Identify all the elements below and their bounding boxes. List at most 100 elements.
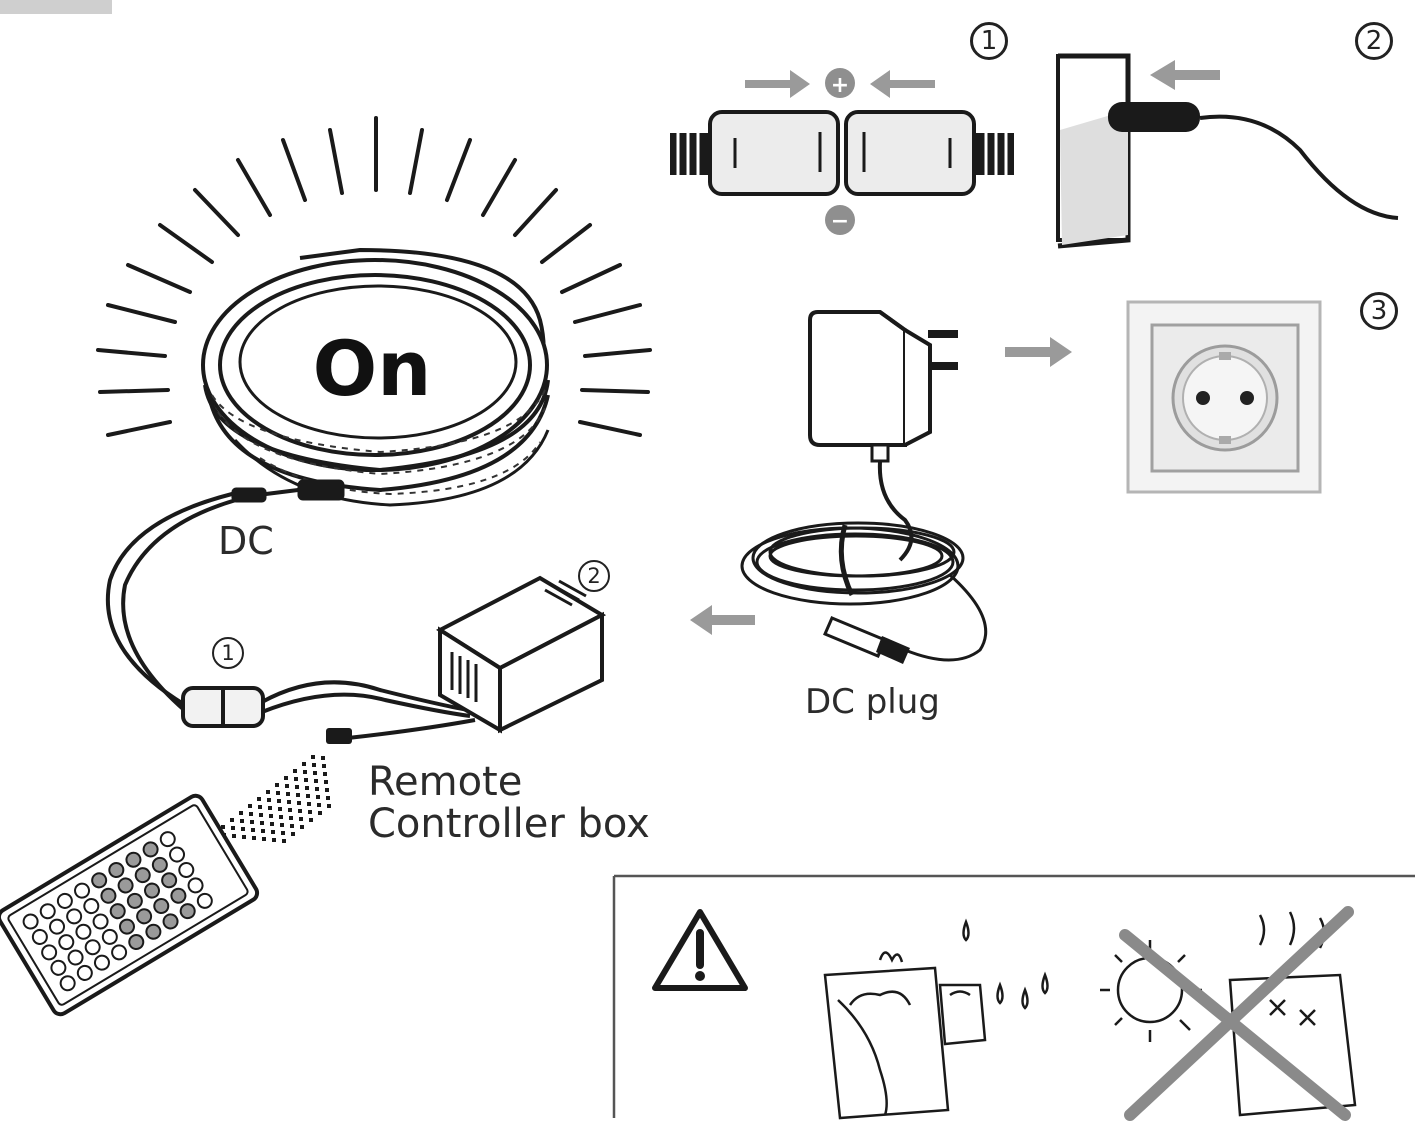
- ir-dot: [314, 779, 318, 783]
- remote-button: [59, 975, 76, 992]
- ir-dot: [230, 818, 234, 822]
- ir-dot: [316, 795, 320, 799]
- ir-dot: [288, 808, 292, 812]
- ir-dot: [296, 793, 300, 797]
- remote-button: [83, 898, 100, 915]
- remote-button: [145, 923, 162, 940]
- ir-signal-icon: [212, 755, 331, 843]
- ir-dot: [250, 820, 254, 824]
- led-chips: [211, 389, 546, 496]
- remote-button: [74, 882, 91, 899]
- ir-dot: [240, 819, 244, 823]
- remote-receiver-plug: [326, 728, 352, 744]
- dc-connector-icon: [231, 479, 345, 503]
- ir-dot: [303, 770, 307, 774]
- ir-dot: [266, 790, 270, 794]
- step-2-top: 2: [1355, 22, 1393, 60]
- plus-sign: +: [831, 73, 849, 98]
- ir-dot: [304, 778, 308, 782]
- ir-dot: [277, 799, 281, 803]
- remote-button: [179, 903, 196, 920]
- ir-dot: [280, 823, 284, 827]
- inline-connector-icon: [181, 686, 265, 728]
- remote-button: [93, 954, 110, 971]
- ir-dot: [302, 762, 306, 766]
- dc-label: DC: [218, 519, 274, 563]
- ir-dot: [312, 763, 316, 767]
- remote-button: [22, 913, 39, 930]
- remote-button: [162, 913, 179, 930]
- on-label: On: [313, 324, 432, 413]
- remote-button: [91, 872, 108, 889]
- ir-dot: [308, 810, 312, 814]
- ir-dot: [231, 826, 235, 830]
- ir-dot: [293, 769, 297, 773]
- warning-triangle-icon: [652, 909, 748, 991]
- remote-button: [128, 934, 145, 951]
- no-water-icon: [823, 918, 1049, 1120]
- ir-dot: [325, 788, 329, 792]
- remote-button: [117, 877, 134, 894]
- remote-button: [142, 841, 159, 858]
- ir-dot: [279, 815, 283, 819]
- step-2-left: 2: [578, 560, 610, 592]
- ir-dot: [270, 822, 274, 826]
- ir-dot: [276, 791, 280, 795]
- ir-dot: [289, 816, 293, 820]
- led-strip-coil-icon: [201, 247, 550, 507]
- remote-button: [153, 898, 170, 915]
- remote-button: [161, 872, 178, 889]
- remote-button: [67, 949, 84, 966]
- minus-sign: −: [831, 209, 849, 234]
- ir-dot: [318, 811, 322, 815]
- light-rays: [96, 116, 652, 437]
- ir-dot: [307, 802, 311, 806]
- wall-socket-icon: [1126, 300, 1322, 494]
- ir-dot: [313, 771, 317, 775]
- remote-button: [50, 959, 67, 976]
- remote-label-line1: Remote: [368, 759, 523, 805]
- remote-button: [126, 892, 143, 909]
- remote-button: [151, 856, 168, 873]
- ir-dot: [278, 807, 282, 811]
- ir-dot: [295, 785, 299, 789]
- ir-dot: [242, 835, 246, 839]
- ir-dot: [272, 838, 276, 842]
- ir-dot: [327, 804, 331, 808]
- remote-button: [75, 923, 92, 940]
- remote-button: [118, 918, 135, 935]
- step-3-top: 3: [1360, 292, 1398, 330]
- remote-button: [92, 913, 109, 930]
- ir-dot: [248, 804, 252, 808]
- remote-button: [144, 882, 161, 899]
- remote-button: [136, 908, 153, 925]
- step-1-left: 1: [212, 637, 244, 669]
- remote-button: [101, 928, 118, 945]
- step-1-top: 1: [970, 22, 1008, 60]
- ir-dot: [286, 792, 290, 796]
- ir-dot: [269, 814, 273, 818]
- ir-dot: [261, 829, 265, 833]
- ir-dot: [258, 805, 262, 809]
- ir-dot: [326, 796, 330, 800]
- ir-dot: [284, 776, 288, 780]
- ir-dot: [241, 827, 245, 831]
- no-heat-icon: [1100, 911, 1357, 1117]
- ir-dot: [291, 832, 295, 836]
- ir-dot: [221, 825, 225, 829]
- remote-button: [178, 861, 195, 878]
- ir-dot: [285, 784, 289, 788]
- remote-button: [111, 944, 128, 961]
- corner-tab: [0, 0, 112, 14]
- warning-panel: [612, 874, 1415, 1118]
- ir-dot: [232, 834, 236, 838]
- remote-button: [109, 903, 126, 920]
- ir-dot: [252, 836, 256, 840]
- remote-button: [39, 903, 56, 920]
- cables: [105, 492, 476, 740]
- remote-button: [159, 831, 176, 848]
- remote-button: [169, 846, 186, 863]
- ir-dot: [260, 821, 264, 825]
- ir-dot: [305, 786, 309, 790]
